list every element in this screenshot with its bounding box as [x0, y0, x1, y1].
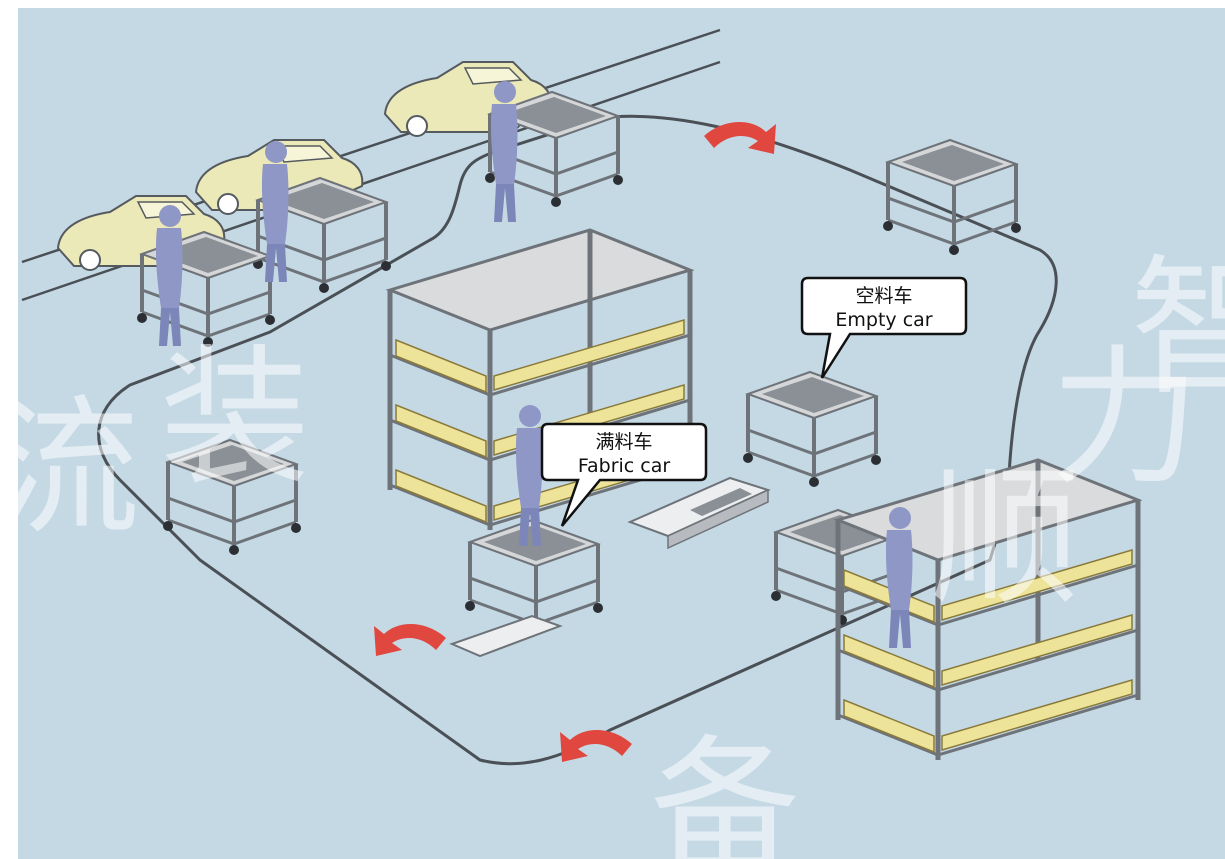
callout-empty-car-line2: Empty car	[835, 309, 932, 331]
watermark-char-2: 装	[160, 332, 310, 506]
watermark-char-1: 流	[0, 382, 140, 556]
callout-fabric-car-line2: Fabric car	[578, 455, 671, 477]
watermark-char-6: 备	[650, 722, 800, 859]
callout-fabric-car-line1: 满料车	[595, 431, 652, 453]
callout-empty-car-line1: 空料车	[855, 285, 912, 307]
watermark-char-5: 智	[1130, 242, 1225, 416]
